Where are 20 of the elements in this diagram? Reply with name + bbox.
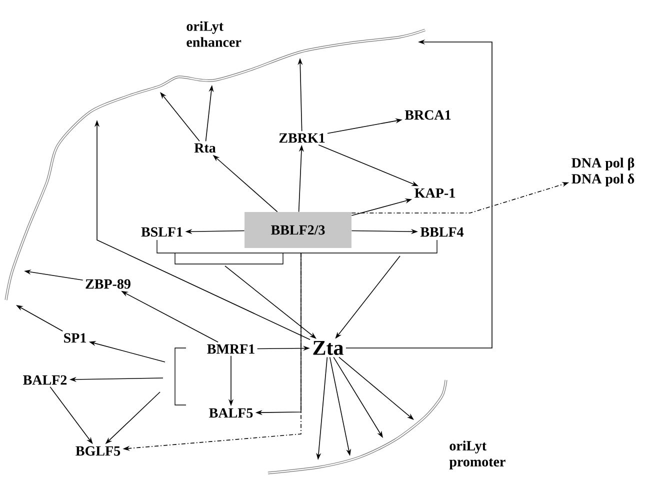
bracket — [156, 240, 438, 254]
protein-label: BGLF5 — [76, 446, 120, 456]
protein-label: Rta — [194, 143, 216, 153]
region-label: oriLyt enhancer — [186, 21, 242, 47]
protein-label: Zta — [313, 341, 344, 355]
protein-label: BALF2 — [23, 375, 67, 385]
protein-label: ZBP-89 — [86, 279, 130, 289]
protein-label: DNA pol β DNA pol δ — [572, 158, 634, 186]
protein-label: KAP-1 — [414, 188, 455, 198]
protein-label: BALF5 — [209, 408, 253, 418]
protein-label: BRCA1 — [404, 110, 451, 120]
protein-label: BMRF1 — [207, 344, 254, 354]
protein-box: BBLF2/3 — [244, 212, 352, 248]
bracket — [174, 252, 284, 264]
protein-label: ZBRK1 — [279, 133, 325, 143]
protein-label: BBLF4 — [420, 227, 464, 237]
bracket — [174, 348, 186, 406]
protein-label: BSLF1 — [141, 227, 182, 237]
protein-label: SP1 — [64, 333, 86, 343]
region-label: oriLyt promoter — [449, 440, 506, 470]
